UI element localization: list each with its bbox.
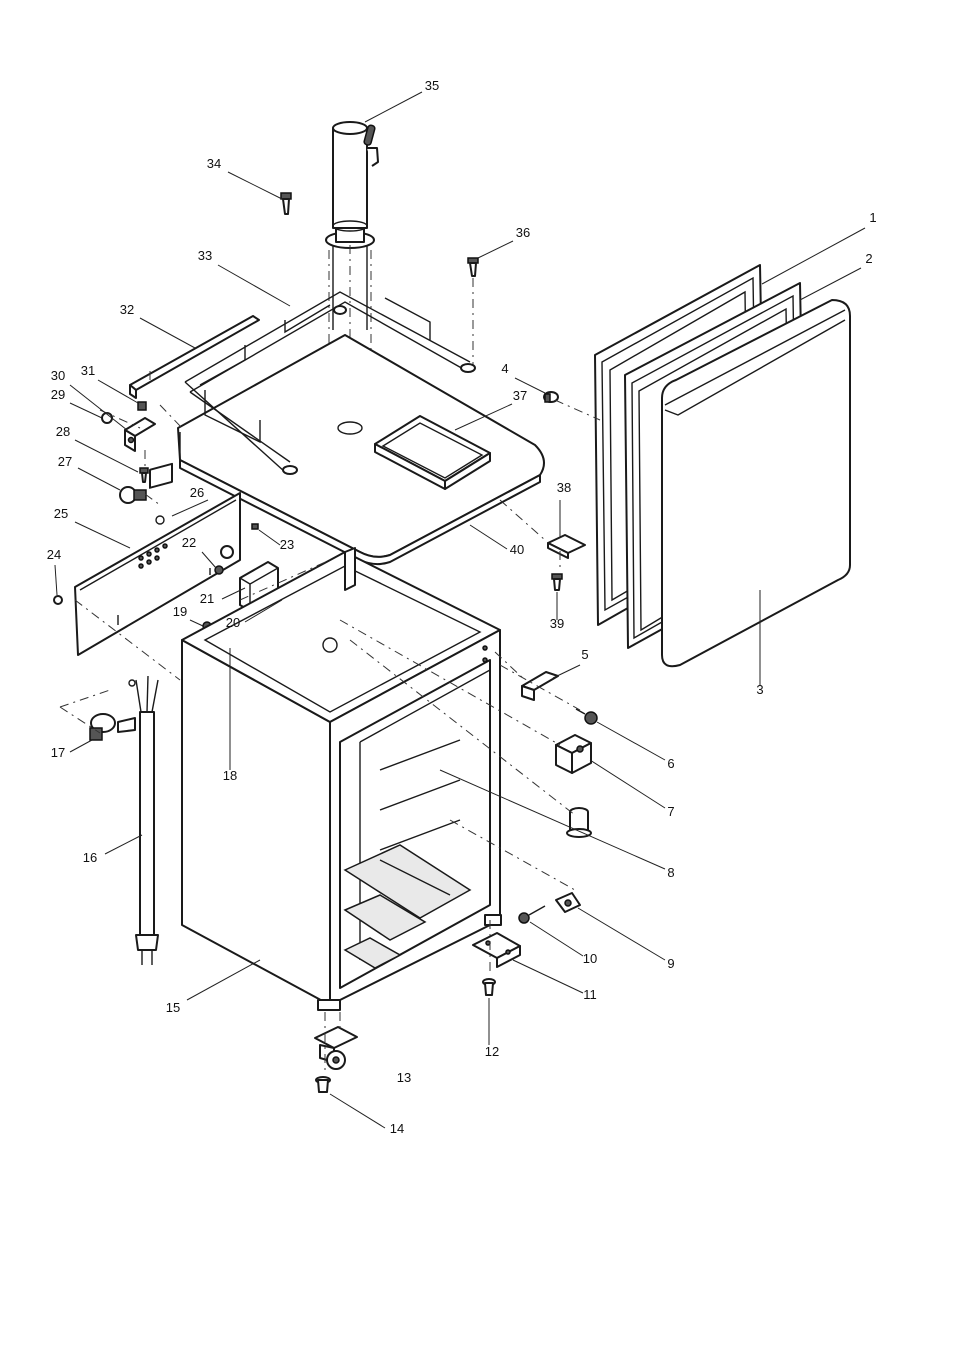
door [661, 299, 851, 668]
callout-29: 29 [51, 387, 65, 402]
callout-26: 26 [190, 485, 204, 500]
bracket-9 [555, 892, 581, 913]
callout-22: 22 [182, 535, 196, 550]
power-cord [128, 675, 159, 965]
callout-32: 32 [120, 302, 134, 317]
callout-16: 16 [83, 850, 97, 865]
nut-22 [214, 565, 224, 575]
callout-39: 39 [550, 616, 564, 631]
screw-34 [280, 192, 292, 215]
callout-13: 13 [397, 1070, 411, 1085]
callout-30: 30 [51, 368, 65, 383]
callout-36: 36 [516, 225, 530, 240]
callout-17: 17 [51, 745, 65, 760]
callout-7: 7 [667, 804, 674, 819]
callout-3: 3 [756, 682, 763, 697]
callout-8: 8 [667, 865, 674, 880]
drip-tray [374, 415, 491, 490]
callout-9: 9 [667, 956, 674, 971]
cabinet [181, 547, 502, 1011]
stopper-4 [543, 391, 559, 403]
screw-10 [518, 905, 546, 924]
tap-column [325, 121, 379, 249]
callout-31: 31 [81, 363, 95, 378]
screw-28 [139, 467, 149, 483]
callout-11: 11 [583, 987, 597, 1002]
callout-6: 6 [667, 756, 674, 771]
screw-39 [551, 573, 563, 591]
hinge-bar [129, 315, 260, 399]
bolt-6 [575, 708, 598, 725]
callout-37: 37 [513, 388, 527, 403]
screw-36 [467, 257, 479, 277]
grommet-22 [220, 545, 234, 559]
callout-21: 21 [200, 591, 214, 606]
callout-12: 12 [485, 1044, 499, 1059]
callout-38: 38 [557, 480, 571, 495]
callout-24: 24 [47, 547, 61, 562]
callout-40: 40 [510, 542, 524, 557]
screw-23 [251, 523, 259, 530]
callout-20: 20 [226, 615, 240, 630]
spacer-8 [566, 807, 592, 838]
callout-5: 5 [581, 647, 588, 662]
callout-15: 15 [166, 1000, 180, 1015]
guard-rail [184, 291, 476, 475]
hinge-38 [547, 534, 586, 559]
bracket-5 [521, 671, 559, 701]
screw-14 [315, 1076, 331, 1093]
callout-27: 27 [58, 454, 72, 469]
screw-24 [53, 595, 63, 605]
callout-23: 23 [280, 537, 294, 552]
plate-26 [149, 462, 173, 525]
screw-12 [482, 978, 496, 996]
strain-relief [89, 713, 136, 741]
callout-25: 25 [54, 506, 68, 521]
screw-31 [137, 401, 147, 411]
callout-1: 1 [869, 210, 876, 225]
callout-28: 28 [56, 424, 70, 439]
block-7 [555, 734, 592, 774]
callout-33: 33 [198, 248, 212, 263]
callout-14: 14 [390, 1121, 404, 1136]
callout-4: 4 [501, 361, 508, 376]
callout-35: 35 [425, 78, 439, 93]
callout-18: 18 [223, 768, 237, 783]
thermostat-knob [119, 486, 147, 504]
bracket-30 [124, 417, 156, 452]
callout-2: 2 [865, 251, 872, 266]
callout-19: 19 [173, 604, 187, 619]
callout-34: 34 [207, 156, 221, 171]
hinge-11 [472, 932, 521, 968]
callout-10: 10 [583, 951, 597, 966]
control-panel [74, 492, 241, 656]
top-panel [177, 334, 545, 566]
caster-13 [314, 1026, 358, 1070]
